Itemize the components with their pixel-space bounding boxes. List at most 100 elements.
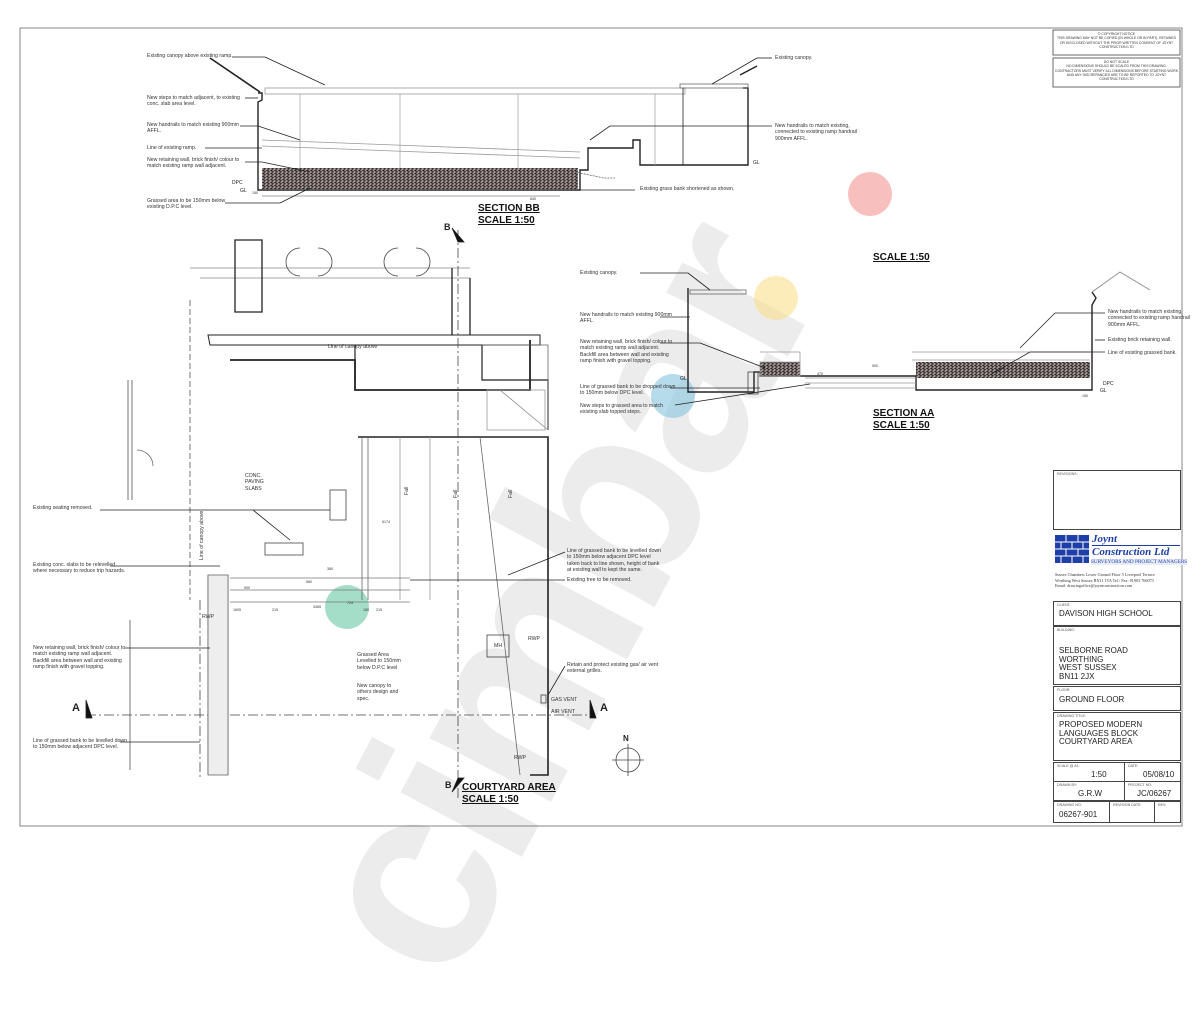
rev-caption: REV: (1158, 803, 1167, 807)
rwp-label-2: RWP (528, 636, 541, 642)
building-box: BUILDING: SELBORNE ROAD WORTHING WEST SU… (1053, 626, 1181, 685)
company-logo: Joynt Construction Ltd SURVEYORS AND PRO… (1055, 533, 1188, 597)
revision-date-box: REVISION DATE: (1109, 801, 1156, 823)
drawn-by-value: G.R.W (1078, 789, 1102, 798)
section-bb-heading: SECTION BB (478, 203, 540, 214)
gas-vent-label: GAS VENT (551, 697, 578, 703)
section-aa-drawing (640, 271, 1151, 406)
dim-150: 150 (363, 608, 369, 612)
plan-note-retaining-wall: New retaining wall, brick finish/ colour… (33, 645, 126, 671)
north-arrow-label: N (623, 734, 629, 743)
bb-gl-right-label: GL (753, 160, 760, 166)
air-vent-label: AIR VENT (551, 709, 575, 715)
bb-note-retaining-wall: New retaining wall, brick finish/ colour… (147, 157, 240, 170)
plan-grassed-area-label: Grassed Area Levelled to 150mm below D.P… (357, 652, 401, 671)
drawing-no-box: DRAWING NO: 06267-901 (1053, 801, 1111, 823)
fall-label-2: Fall (453, 489, 459, 498)
dim-215-left: 215 (272, 608, 278, 612)
bb-dpc-label: DPC (232, 180, 243, 186)
plan-canopy-line-vertical-label: Line of canopy above (199, 510, 205, 560)
fall-label-3: Fall (508, 489, 514, 498)
plan-new-canopy-label: New canopy to others design and spec. (357, 683, 399, 702)
dim-5174: 5174 (382, 520, 390, 524)
scale-value: 1:50 (1091, 770, 1107, 779)
dim-900: 900 (244, 586, 250, 590)
section-mark-a-left: A (72, 702, 80, 714)
bb-note-new-handrails: New handrails to match existing 900mm AF… (147, 122, 239, 135)
drawing-sheet: cimbar (19, 27, 1190, 1018)
aa-note-new-steps: New steps to grassed area to match exist… (580, 403, 664, 416)
project-no-value: JC/06267 (1137, 789, 1172, 798)
drawn-by-box: DRAWN BY: G.R.W (1053, 781, 1126, 801)
revision-date-caption: REVISION DATE: (1113, 803, 1142, 807)
courtyard-area-heading: COURTYARD AREA (462, 782, 556, 793)
building-value: SELBORNE ROAD WORTHING WEST SUSSEX BN11 … (1059, 646, 1128, 681)
dim-1605: 1605 (233, 608, 241, 612)
bb-gl-label: GL (240, 188, 247, 194)
revisions-box: REVISIONS: (1053, 470, 1181, 530)
bb-note-grass-bank: Existing grass bank shortened as shown. (640, 186, 735, 192)
scale-caption: SCALE @ A1: (1057, 764, 1080, 768)
brick-logo-icon (1055, 535, 1089, 563)
watermark-dot-yellow (754, 276, 798, 320)
bb-note-existing-canopy: Existing canopy. (775, 55, 813, 61)
dim-215-right: 215 (376, 608, 382, 612)
client-value: DAVISON HIGH SCHOOL (1059, 609, 1153, 618)
plan-note-tree-removed: Existing tree to be removed. (567, 577, 632, 583)
aa-gl-label: GL (680, 376, 687, 382)
plan-note-relevel-slabs: Existing conc. slabs to be relevelled wh… (33, 562, 126, 575)
company-address: Sussex Chambers Lower Ground Floor 5 Liv… (1055, 572, 1155, 589)
plan-note-vent-grilles: Retain and protect existing gas/ air ven… (567, 662, 659, 675)
section-bb-drawing (205, 56, 772, 204)
project-no-box: PROJECT NO: JC/06267 (1124, 781, 1181, 801)
floor-box: FLOOR: GROUND FLOOR (1053, 686, 1181, 711)
aa-dim-900: 900 (872, 364, 878, 368)
dim-560: 560 (306, 580, 312, 584)
company-name-1: Joynt (1092, 533, 1180, 546)
drawing-title-box: DRAWING TITLE: PROPOSED MODERN LANGUAGES… (1053, 712, 1181, 761)
courtyard-area-scale: SCALE 1:50 (462, 794, 519, 805)
aa-note-new-handrails: New handrails to match existing 900mm AF… (580, 312, 672, 325)
aa-dim-470: 470 (817, 372, 823, 376)
bb-note-canopy-above-ramp: Existing canopy above existing ramp. (147, 53, 233, 59)
dim-724: 724 (347, 601, 353, 605)
floor-caption: FLOOR: (1057, 688, 1071, 692)
section-bb-title: SECTION BB SCALE 1:50 (478, 203, 540, 227)
project-no-caption: PROJECT NO: (1128, 783, 1153, 787)
bb-dim-840: 840 (530, 197, 536, 201)
section-mark-b-bottom: B (445, 780, 452, 790)
section-mark-b-top: B (444, 222, 451, 232)
date-value: 05/08/10 (1143, 770, 1175, 779)
aa-note-handrails-right: New handrails to match existing, connect… (1108, 309, 1190, 328)
company-tagline: SURVEYORS AND PROJECT MANAGERS (1091, 559, 1188, 565)
plan-note-seating-removed: Existing seating removed. (33, 505, 93, 511)
drawing-no-caption: DRAWING NO: (1057, 803, 1082, 807)
dim-380: 380 (327, 567, 333, 571)
date-box: DATE: 05/08/10 (1124, 762, 1181, 782)
client-caption: CLIENT: (1057, 603, 1071, 607)
manhole-label: MH (494, 643, 503, 649)
plan-note-grassed-bank-right: Line of grassed bank to be levelled down… (567, 548, 662, 574)
watermark-dot-red (848, 172, 892, 216)
section-aa-title: SECTION AA SCALE 1:50 (873, 408, 934, 432)
courtyard-plan-drawing (85, 227, 644, 800)
do-not-scale-notice: DO NOT SCALE NO DIMENSIONS SHOULD BE SCA… (1055, 60, 1178, 82)
dim-3465: 3465 (313, 605, 321, 609)
copyright-notice: © COPYRIGHT NOTICE THIS DRAWING MAY NOT … (1056, 32, 1177, 49)
drawing-title-caption: DRAWING TITLE: (1057, 714, 1086, 718)
bb-dim-150: 150 (252, 191, 258, 195)
aa-gl-right-label: GL (1100, 388, 1107, 394)
section-aa-scale: SCALE 1:50 (873, 420, 930, 431)
section-bb-scale: SCALE 1:50 (478, 215, 535, 226)
aa-note-brick-wall: Existing brick retaining wall. (1108, 337, 1172, 343)
floor-value: GROUND FLOOR (1059, 695, 1125, 704)
aa-dim-150: 150 (1082, 394, 1088, 398)
section-mark-a-right: A (600, 702, 608, 714)
drawn-by-caption: DRAWN BY: (1057, 783, 1078, 787)
fall-label-1: Fall (404, 486, 410, 495)
bb-note-new-steps: New steps to match adjacent, to existing… (147, 95, 240, 108)
client-box: CLIENT: DAVISON HIGH SCHOOL (1053, 601, 1181, 626)
aa-dpc-label: DPC (1103, 381, 1114, 387)
revisions-caption: REVISIONS: (1057, 472, 1078, 476)
plan-note-grassed-bank-left: Line of grassed bank to be levelled down… (33, 738, 128, 751)
